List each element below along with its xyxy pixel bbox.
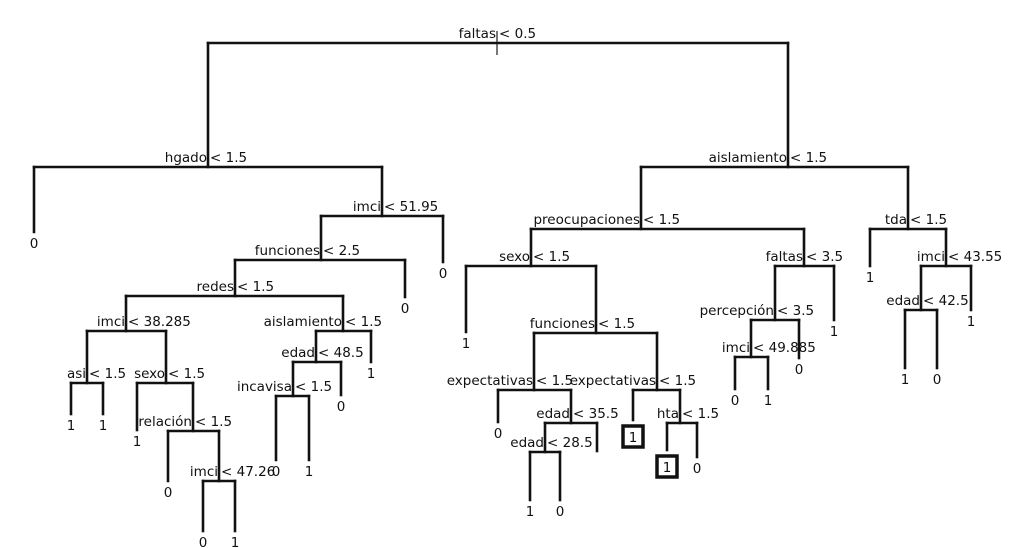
split-threshold: < 3.5 bbox=[806, 249, 843, 265]
leaf-label: 1 bbox=[305, 464, 314, 480]
split-variable: hgado bbox=[165, 150, 207, 166]
split-threshold: < 1.5 bbox=[533, 249, 570, 265]
split-threshold: < 3.5 bbox=[777, 303, 814, 319]
leaf-label: 0 bbox=[401, 301, 410, 317]
split-threshold: < 2.5 bbox=[323, 243, 360, 259]
leaf-label: 0 bbox=[199, 535, 208, 548]
split-threshold: < 1.5 bbox=[89, 366, 126, 382]
leaf-label: 0 bbox=[795, 362, 804, 378]
leaf-label: 0 bbox=[439, 266, 448, 282]
leaf-label: 0 bbox=[272, 464, 281, 480]
split-variable: faltas bbox=[766, 249, 803, 265]
split-variable: asi bbox=[67, 366, 86, 382]
highlighted-leaf-box bbox=[655, 454, 679, 479]
split-variable: edad bbox=[886, 293, 920, 309]
highlighted-leaf-box bbox=[621, 424, 645, 449]
split-threshold: < 1.5 bbox=[210, 150, 247, 166]
split-variable: imci bbox=[722, 340, 750, 356]
leaf-label: 0 bbox=[164, 485, 173, 501]
split-variable: incavisa bbox=[237, 379, 292, 395]
leaf-label: 1 bbox=[133, 434, 142, 450]
split-threshold: < 1.5 bbox=[682, 406, 719, 422]
split-threshold: < 1.5 bbox=[598, 316, 635, 332]
split-variable: imci bbox=[917, 249, 945, 265]
split-variable: imci bbox=[190, 464, 218, 480]
leaf-label: 0 bbox=[337, 399, 346, 415]
split-threshold: < 42.5 bbox=[923, 293, 969, 309]
leaf-label: 1 bbox=[462, 336, 471, 352]
leaf-label: 1 bbox=[830, 324, 839, 340]
split-variable: tda bbox=[885, 212, 907, 228]
leaf-label: 1 bbox=[67, 418, 76, 434]
split-threshold: < 1.5 bbox=[237, 279, 274, 295]
leaf-label: 0 bbox=[731, 393, 740, 409]
leaf-label: 1 bbox=[764, 393, 773, 409]
split-threshold: < 1.5 bbox=[790, 150, 827, 166]
split-threshold: < 1.5 bbox=[536, 373, 573, 389]
leaf-label: 1 bbox=[99, 418, 108, 434]
split-threshold: < 1.5 bbox=[195, 414, 232, 430]
split-variable: redes bbox=[197, 279, 234, 295]
split-threshold: < 38.285 bbox=[128, 314, 191, 330]
leaf-label: 1 bbox=[901, 372, 910, 388]
split-variable: faltas bbox=[459, 26, 496, 42]
leaf-label: 0 bbox=[933, 372, 942, 388]
split-variable: aislamiento bbox=[264, 314, 342, 330]
split-variable: hta bbox=[657, 406, 679, 422]
split-variable: imci bbox=[97, 314, 125, 330]
split-threshold: < 1.5 bbox=[659, 373, 696, 389]
split-threshold: < 1.5 bbox=[295, 379, 332, 395]
split-threshold: < 1.5 bbox=[168, 366, 205, 382]
split-threshold: < 1.5 bbox=[345, 314, 382, 330]
split-variable: funciones bbox=[255, 243, 320, 259]
split-variable: sexo bbox=[499, 249, 530, 265]
split-variable: relación bbox=[138, 414, 192, 430]
split-variable: sexo bbox=[134, 366, 165, 382]
split-variable: edad bbox=[510, 435, 544, 451]
split-threshold: < 35.5 bbox=[573, 406, 619, 422]
leaf-label: 1 bbox=[967, 314, 976, 330]
leaf-label: 0 bbox=[556, 504, 565, 520]
split-variable: aislamiento bbox=[709, 150, 787, 166]
split-variable: expectativas bbox=[447, 373, 533, 389]
split-threshold: < 28.5 bbox=[547, 435, 593, 451]
leaf-label: 1 bbox=[866, 270, 875, 286]
split-threshold: < 0.5 bbox=[499, 26, 536, 42]
split-threshold: < 48.5 bbox=[318, 345, 364, 361]
split-variable: percepción bbox=[700, 303, 774, 319]
highlighted-leaf-label: 1 bbox=[629, 430, 638, 446]
split-variable: edad bbox=[536, 406, 570, 422]
leaf-label: 0 bbox=[693, 461, 702, 477]
split-threshold: < 1.5 bbox=[910, 212, 947, 228]
split-threshold: < 47.26 bbox=[221, 464, 275, 480]
split-variable: imci bbox=[353, 199, 381, 215]
leaf-label: 1 bbox=[231, 535, 240, 548]
split-variable: funciones bbox=[530, 316, 595, 332]
leaf-label: 0 bbox=[494, 426, 503, 442]
split-threshold: < 49.885 bbox=[753, 340, 816, 356]
leaf-label: 1 bbox=[526, 504, 535, 520]
split-variable: edad bbox=[281, 345, 315, 361]
highlighted-leaf-label: 1 bbox=[663, 460, 672, 476]
split-variable: expectativas bbox=[570, 373, 656, 389]
leaf-label: 1 bbox=[367, 366, 376, 382]
split-threshold: < 1.5 bbox=[643, 212, 680, 228]
edges-layer bbox=[32, 31, 973, 533]
split-threshold: < 51.95 bbox=[384, 199, 438, 215]
split-variable: preocupaciones bbox=[533, 212, 640, 228]
split-threshold: < 43.55 bbox=[948, 249, 1002, 265]
leaf-label: 0 bbox=[30, 236, 39, 252]
